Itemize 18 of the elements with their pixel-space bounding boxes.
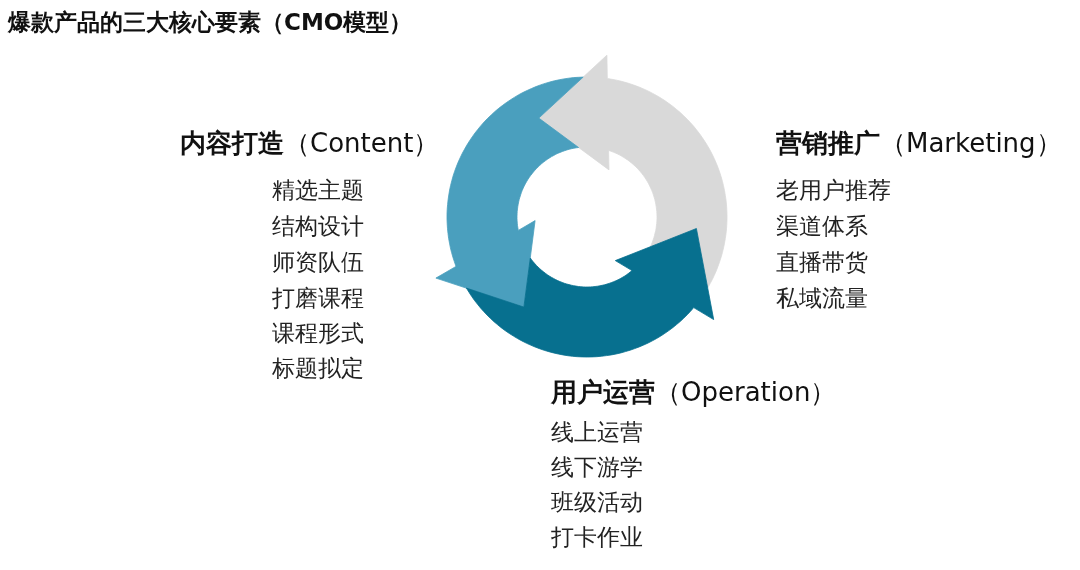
list-item: 班级活动 [551, 488, 643, 517]
list-item: 私域流量 [776, 284, 868, 313]
list-item: 师资队伍 [272, 248, 364, 277]
list-item: 课程形式 [272, 319, 364, 348]
list-item: 老用户推荐 [776, 176, 891, 205]
section-heading: 内容打造（Content） [180, 127, 440, 159]
section-heading: 营销推广（Marketing） [776, 127, 1062, 159]
list-item: 直播带货 [776, 248, 868, 277]
title: 爆款产品的三大核心要素（CMO模型） [8, 8, 413, 36]
list-item: 标题拟定 [272, 354, 364, 383]
list-item: 线下游学 [551, 453, 643, 482]
list-item: 打磨课程 [272, 284, 364, 313]
list-item: 精选主题 [272, 176, 364, 205]
list-item: 线上运营 [551, 418, 643, 447]
section-heading: 用户运营（Operation） [551, 376, 837, 408]
list-item: 打卡作业 [551, 523, 643, 552]
list-item: 渠道体系 [776, 212, 868, 241]
list-item: 结构设计 [272, 212, 364, 241]
